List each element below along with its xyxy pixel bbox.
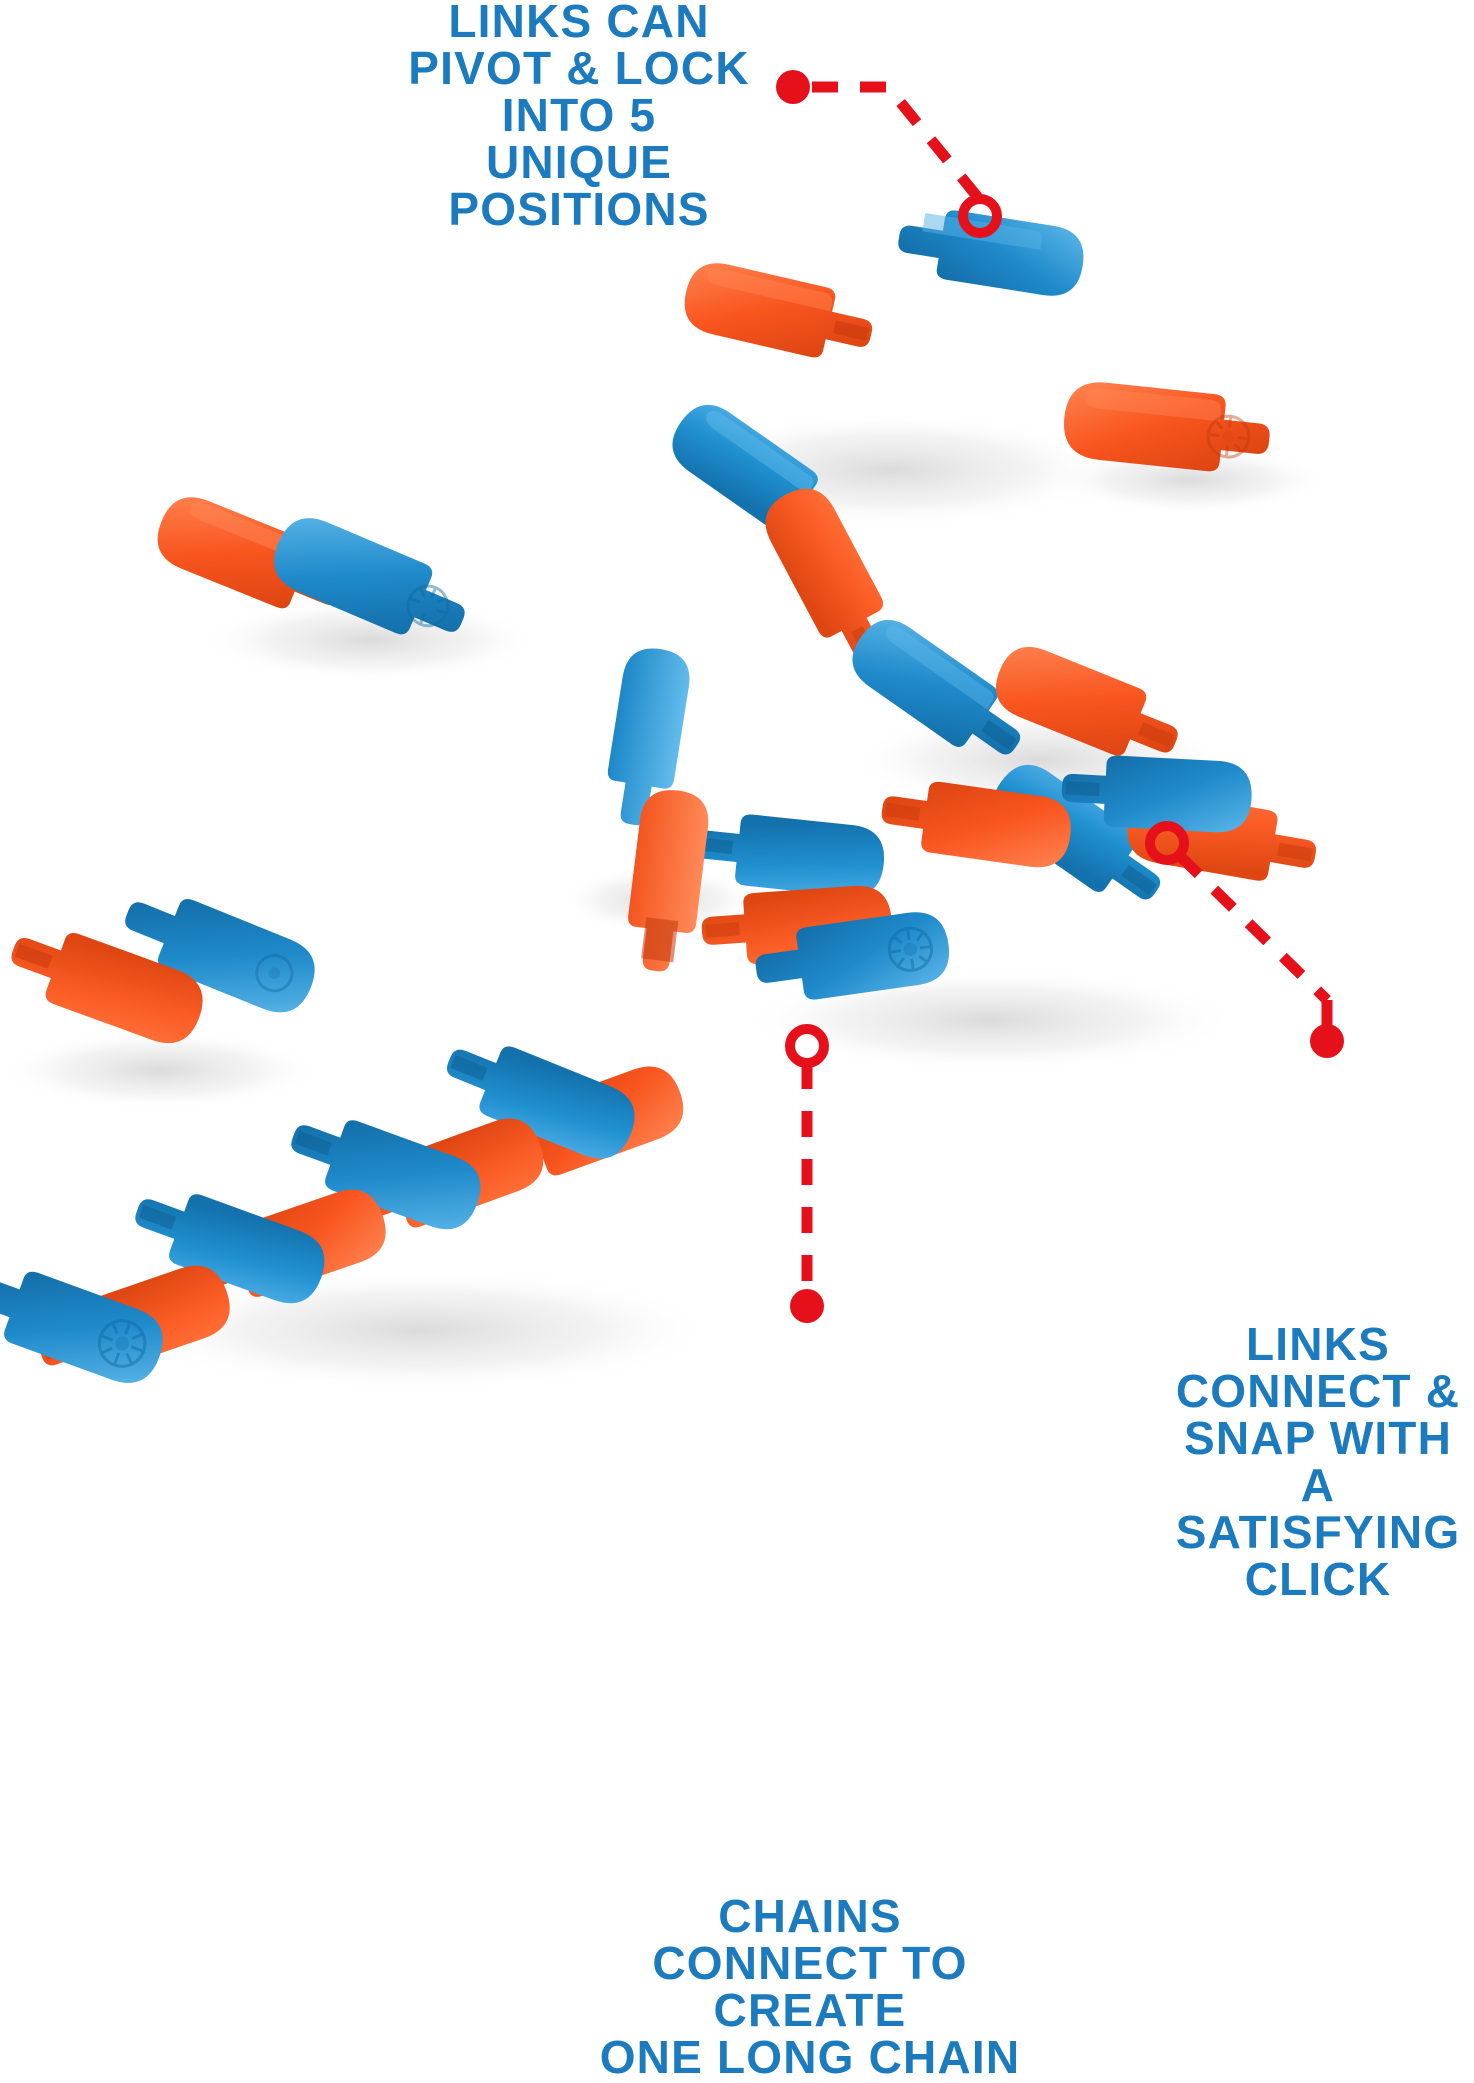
loose-pair-lower-left xyxy=(0,879,325,1053)
callout-text-one-long-chain: CHAINS CONNECT TO CREATE ONE LONG CHAIN xyxy=(558,1893,1062,2081)
loose-pair-left xyxy=(147,487,478,656)
callout-dot-one-long-chain xyxy=(790,1289,824,1323)
callout-dot-pivot-lock xyxy=(776,70,810,104)
callout-text-snap-click: LINKS CONNECT & SNAP WITH A SATISFYING C… xyxy=(1168,1321,1468,1603)
zigzag-chain-main xyxy=(660,202,1322,1008)
loose-pair-center xyxy=(600,643,712,976)
single-link-orange xyxy=(1060,378,1274,478)
callout-ring-pivot-lock xyxy=(958,194,1002,238)
callout-ring-snap-click xyxy=(1145,821,1189,865)
callout-dot-snap-click xyxy=(1310,1024,1344,1058)
callout-text-pivot-lock: LINKS CAN PIVOT & LOCK INTO 5 UNIQUE POS… xyxy=(404,0,754,233)
callout-line-snap-click xyxy=(1176,852,1333,1028)
contact-shadows xyxy=(0,412,1330,1392)
callout-line-pivot-lock xyxy=(812,81,985,204)
straight-chain-bottom-left xyxy=(0,1026,693,1393)
callout-ring-one-long-chain xyxy=(785,1024,829,1068)
